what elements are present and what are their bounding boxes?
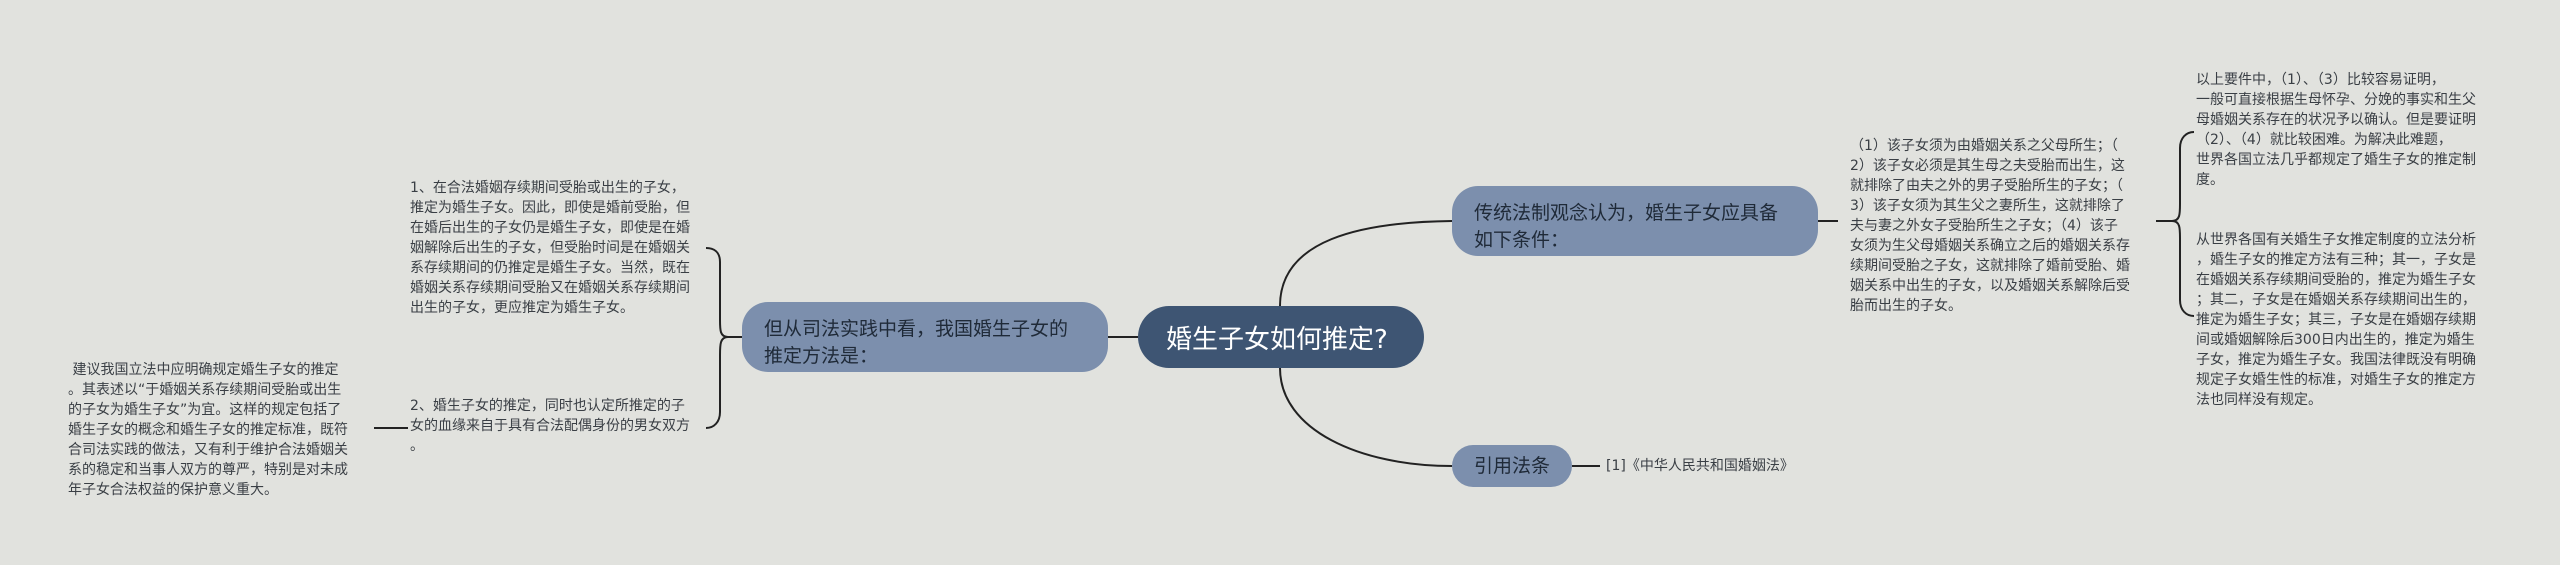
edge-root-right-bottom [1279, 367, 1453, 467]
leaf-proof-difficulty: 以上要件中，（1）、（3）比较容易证明， 一般可直接根据生母怀孕、分娩的事实和生… [2196, 72, 2476, 188]
edge-root-right-top [1279, 220, 1453, 307]
leaf-traditional-conditions: （1）该子女须为由婚姻关系之父母所生；（ 2）该子女必须是其生母之夫受胎而出生，… [1850, 138, 2130, 314]
edge-left-bracket [705, 247, 742, 429]
leaf-legislative-suggestion: 建议我国立法中应明确规定婚生子女的推定 。其表述以“于婚姻关系存续期间受胎或出生… [68, 362, 348, 498]
branch-judicial-practice[interactable]: 但从司法实践中看，我国婚生子女的推定方法是： [742, 302, 1108, 372]
leaf-rule-1: 1、在合法婚姻存续期间受胎或出生的子女， 推定为婚生子女。因此，即使是婚前受胎，… [410, 180, 690, 316]
leaf-marriage-law-citation[interactable]: [1]《中华人民共和国婚姻法》 [1606, 458, 1794, 474]
branch-traditional-view[interactable]: 传统法制观念认为，婚生子女应具备如下条件： [1452, 186, 1818, 256]
branch-judicial-practice-label: 但从司法实践中看，我国婚生子女的推定方法是： [764, 318, 1069, 367]
leaf-rule-2: 2、婚生子女的推定，同时也认定所推定的子 女的血缘来自于具有合法配偶身份的男女双… [410, 398, 690, 454]
edge-child-sub-bracket [2156, 131, 2195, 317]
root-node[interactable]: 婚生子女如何推定? [1138, 306, 1424, 368]
branch-cited-law[interactable]: 引用法条 [1452, 445, 1572, 487]
leaf-presumption-methods: 从世界各国有关婚生子女推定制度的立法分析 ，婚生子女的推定方法有三种；其一，子女… [2196, 232, 2476, 408]
branch-traditional-view-label: 传统法制观念认为，婚生子女应具备如下条件： [1474, 202, 1779, 251]
root-label: 婚生子女如何推定? [1166, 324, 1388, 355]
branch-cited-law-label: 引用法条 [1474, 455, 1551, 477]
